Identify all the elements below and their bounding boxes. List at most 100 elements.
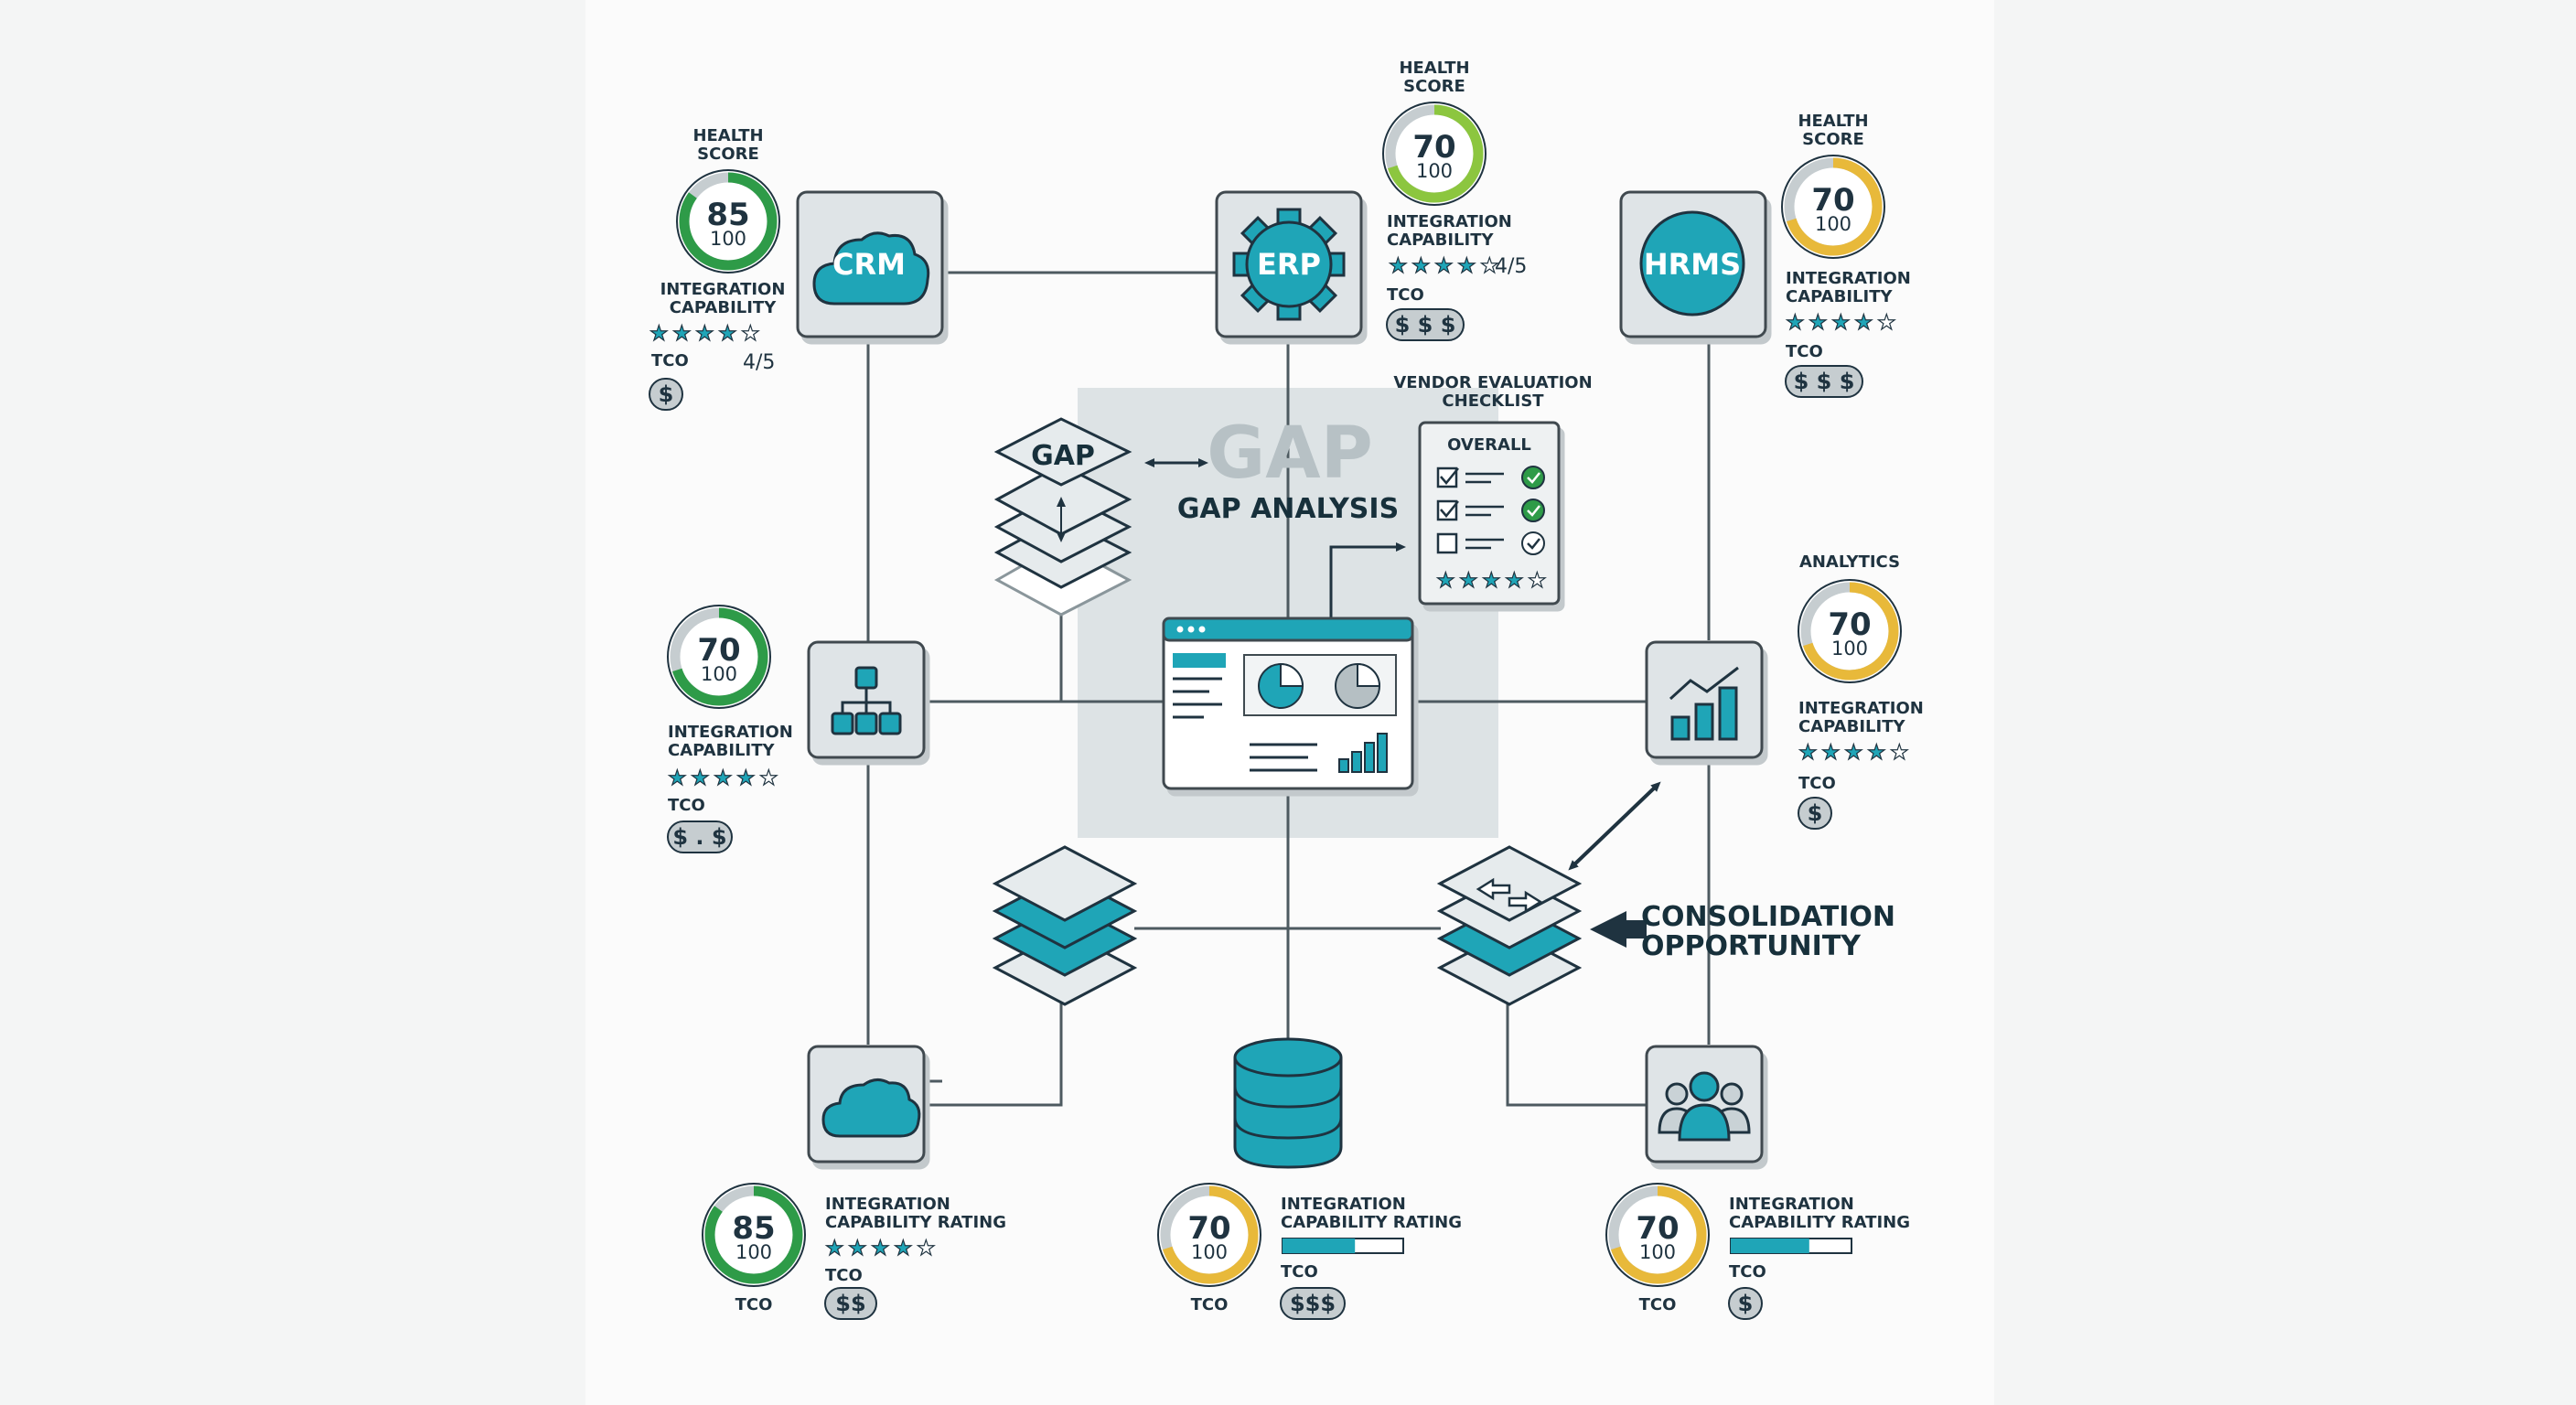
integration-label: INTEGRATION [1729, 1195, 1854, 1214]
node-hrms[interactable]: HRMS [1619, 190, 1767, 338]
node-erp[interactable]: ERP [1215, 190, 1363, 338]
health-score-label-2: SCORE [697, 145, 759, 164]
gauge-outer-ring [1781, 155, 1885, 259]
star-filled-icon: ★ [672, 322, 692, 346]
erp-label: ERP [1257, 247, 1321, 282]
star-filled-icon: ★ [718, 322, 737, 346]
rating-stars: ★★★★★ [667, 766, 778, 790]
dashboard-window [1162, 617, 1414, 790]
star-filled-icon: ★ [691, 767, 710, 790]
check-circle-icon [1521, 499, 1545, 522]
tco-label: TCO [1281, 1262, 1318, 1282]
star-empty-icon: ★ [1890, 741, 1909, 765]
tco-label: TCO [1729, 1262, 1766, 1282]
integration-label-2: CAPABILITY [1387, 231, 1494, 250]
check-circle-icon [1521, 466, 1545, 489]
tco-value: $ [1808, 800, 1823, 826]
org-chart-icon [831, 666, 902, 735]
health-score-value: 85 [732, 1210, 775, 1247]
star-empty-icon: ★ [1877, 311, 1896, 335]
tco-label: TCO [668, 796, 705, 815]
gap-diamond-label: GAP [1031, 440, 1095, 472]
gauge-outer-ring [1382, 102, 1487, 206]
node-database[interactable] [1233, 1037, 1343, 1169]
tco-badge: $ $ $ [1785, 365, 1863, 398]
health-score-label: HEALTH [1399, 59, 1469, 78]
star-empty-icon: ★ [1480, 254, 1499, 278]
star-filled-icon: ★ [1459, 569, 1478, 593]
layer-stack-left [992, 845, 1138, 1006]
hrms-label: HRMS [1644, 247, 1741, 282]
gap-watermark: GAP [1207, 413, 1373, 495]
tco-label: TCO [1786, 342, 1823, 361]
gear-icon [1232, 208, 1346, 321]
star-filled-icon: ★ [1798, 741, 1818, 765]
vendor-checklist: VENDOR EVALUATION CHECKLIST OVERALL [1393, 373, 1593, 606]
star-filled-icon: ★ [1844, 741, 1863, 765]
checklist-arrow [1329, 542, 1406, 618]
health-score-value: 70 [1187, 1210, 1230, 1247]
gauge-progress-arc [1784, 157, 1883, 256]
pie-chart-icon [1258, 662, 1304, 709]
node-analytics[interactable] [1645, 640, 1764, 759]
star-filled-icon: ★ [1831, 311, 1851, 335]
star-filled-icon: ★ [1821, 741, 1841, 765]
gauge-progress-arc [1385, 104, 1484, 203]
node-org-chart[interactable] [807, 640, 926, 759]
tco-pill [1386, 308, 1465, 341]
health-score-max: 100 [735, 1241, 772, 1263]
pie-chart-icon-2 [1335, 662, 1381, 709]
rating-stars: ★★★★★ [824, 1236, 936, 1260]
health-score-value: 70 [1412, 129, 1455, 166]
tco-value: $ [659, 381, 674, 407]
consolidation-double-arrow [1568, 781, 1661, 871]
star-filled-icon: ★ [1505, 569, 1524, 593]
health-score-max: 100 [1815, 213, 1852, 235]
tco-left-label: TCO [735, 1295, 773, 1314]
health-score-label: HEALTH [1798, 112, 1868, 131]
check-circle-outline-icon [1521, 531, 1545, 555]
star-filled-icon: ★ [668, 767, 687, 790]
tco-pill [1798, 797, 1832, 830]
analytics-title: ANALYTICS [1799, 552, 1900, 572]
health-score-max: 100 [701, 663, 737, 685]
health-score-max: 100 [710, 228, 746, 250]
star-empty-icon: ★ [759, 767, 778, 790]
integration-label: INTEGRATION [660, 280, 786, 299]
star-empty-icon: ★ [741, 322, 760, 346]
node-cloud-bottom[interactable] [807, 1045, 926, 1164]
health-score-value: 70 [1811, 182, 1854, 219]
tco-value: $$ [835, 1291, 865, 1316]
integration-label: INTEGRATION [1786, 269, 1911, 288]
rating-stars: ★★★★★ [1785, 310, 1896, 335]
gauge-progress-arc [670, 607, 768, 706]
gauge-outer-ring [1605, 1183, 1710, 1287]
gauge-outer-ring [676, 169, 780, 273]
tco-badge: $$$ [1280, 1287, 1346, 1320]
gauge-outer-ring [1157, 1183, 1261, 1287]
star-filled-icon: ★ [871, 1237, 890, 1260]
tco-value: $ . $ [672, 824, 726, 850]
health-score-value: 70 [1636, 1210, 1679, 1247]
tco-value: $ $ $ [1794, 369, 1855, 394]
star-filled-icon: ★ [848, 1237, 867, 1260]
node-users[interactable] [1645, 1045, 1764, 1164]
checklist-stars: ★★★★★ [1435, 568, 1547, 593]
bar-chart-trend-icon [1669, 666, 1739, 741]
star-filled-icon: ★ [1786, 311, 1805, 335]
tco-pill [1280, 1287, 1346, 1320]
rating-stars: ★★★★★ [649, 321, 760, 346]
health-score-value: 70 [1828, 606, 1871, 643]
star-filled-icon: ★ [894, 1237, 913, 1260]
node-crm[interactable]: CRM [796, 190, 944, 338]
integration-label-2: CAPABILITY RATING [825, 1213, 1006, 1232]
tco-pill [1728, 1287, 1763, 1320]
